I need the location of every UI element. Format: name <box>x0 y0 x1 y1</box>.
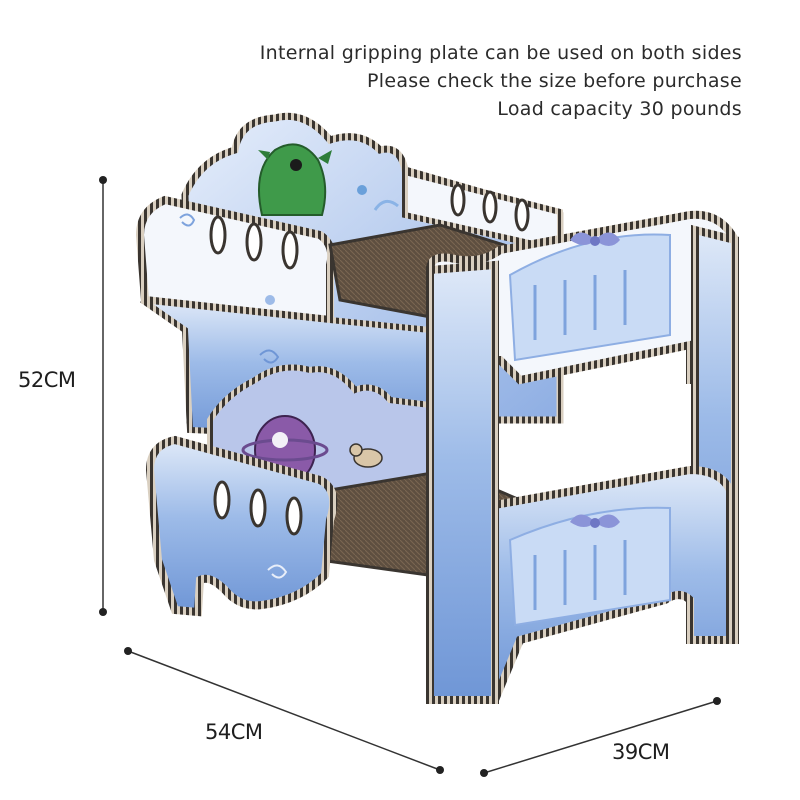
note-check-size: Please check the size before purchase <box>367 70 742 92</box>
dinosaur-icon <box>258 143 332 216</box>
depth-label: 39CM <box>612 740 670 764</box>
top-left-headboard <box>135 195 336 325</box>
height-label: 52CM <box>18 368 76 392</box>
cat-icon <box>349 443 383 468</box>
note-gripping-plate: Internal gripping plate can be used on b… <box>259 42 742 64</box>
width-dimension-line <box>124 647 444 774</box>
lower-right-footboard <box>491 465 734 702</box>
depth-dimension-line <box>480 697 721 777</box>
width-label: 54CM <box>205 720 263 744</box>
bow-icon-lower <box>570 514 620 528</box>
bow-icon <box>570 232 620 246</box>
note-load-capacity: Load capacity 30 pounds <box>497 98 742 120</box>
lower-left-headboard <box>145 435 338 617</box>
height-dimension-line <box>99 176 107 616</box>
top-right-footboard <box>426 210 739 396</box>
